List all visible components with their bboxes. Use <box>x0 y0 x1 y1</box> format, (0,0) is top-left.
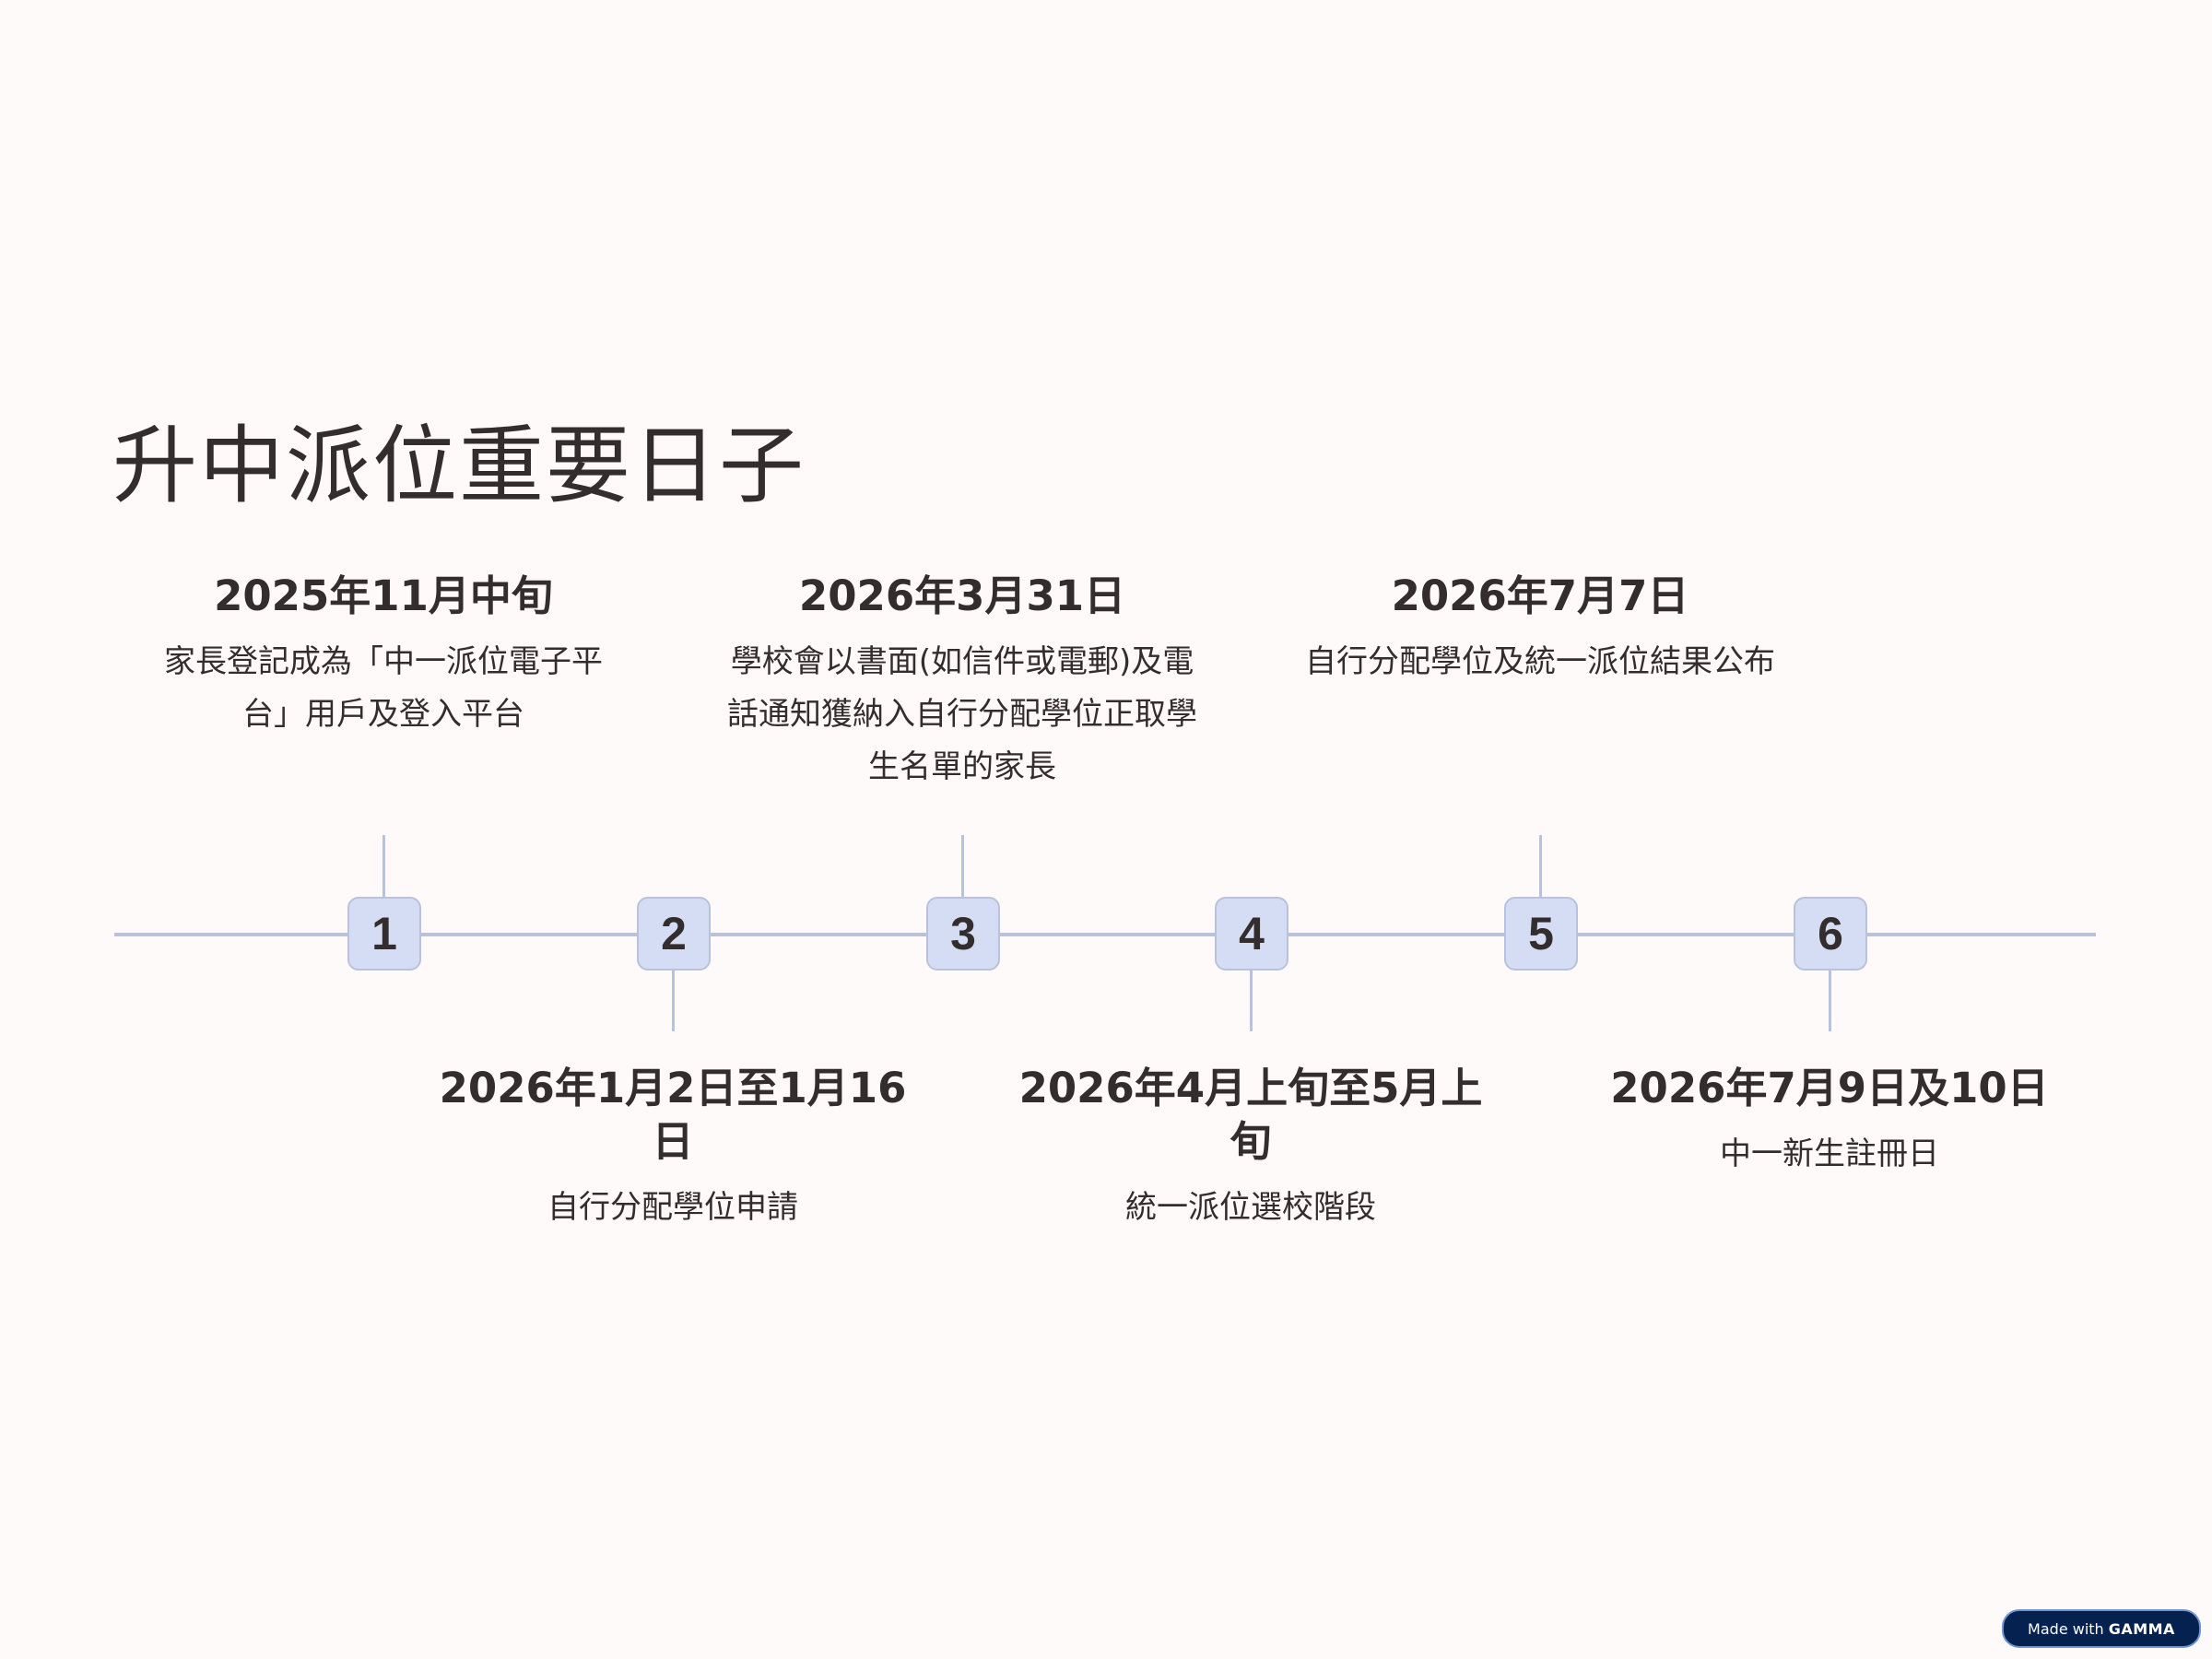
page-title: 升中派位重要日子 <box>112 417 806 515</box>
event-date: 2026年4月上旬至5月上旬 <box>1018 1064 1483 1166</box>
event-description: 自行分配學位及統一派位結果公布 <box>1305 643 1775 680</box>
connector <box>1249 969 1253 1031</box>
connector <box>1828 969 1831 1031</box>
step-marker: 2 <box>637 897 711 971</box>
step-marker: 6 <box>1794 897 1867 971</box>
connector <box>960 835 964 897</box>
step-marker: 3 <box>926 897 1000 971</box>
event-description: 統一派位選校階段 <box>1125 1189 1376 1226</box>
step-marker: 5 <box>1504 897 1578 971</box>
connector <box>382 835 385 897</box>
timeline-event: 2026年7月7日 自行分配學位及統一派位結果公布 <box>1305 570 1775 688</box>
connector <box>671 969 675 1031</box>
timeline-event: 2025年11月中旬 家長登記成為「中一派位電子平台」用戶及登入平台 <box>148 570 618 741</box>
event-date: 2026年3月31日 <box>798 571 1126 620</box>
gamma-logo: GAMMA <box>2108 1619 2175 1638</box>
event-description: 學校會以書面(如信件或電郵)及電話通知獲納入自行分配學位正取學生名單的家長 <box>727 643 1197 785</box>
timeline-event: 2026年1月2日至1月16日 自行分配學位申請 <box>438 1062 908 1234</box>
event-description: 中一新生註冊日 <box>1720 1135 1939 1172</box>
event-date: 2026年7月7日 <box>1391 571 1689 620</box>
made-with-gamma-badge[interactable]: Made with GAMMA <box>2002 1609 2201 1648</box>
step-marker: 4 <box>1215 897 1288 971</box>
event-date: 2026年7月9日及10日 <box>1610 1064 2049 1112</box>
timeline-event: 2026年7月9日及10日 中一新生註冊日 <box>1594 1062 2065 1181</box>
badge-prefix: Made with <box>2028 1619 2104 1638</box>
timeline-event: 2026年4月上旬至5月上旬 統一派位選校階段 <box>1016 1062 1486 1234</box>
step-marker: 1 <box>347 897 421 971</box>
event-date: 2026年1月2日至1月16日 <box>439 1064 907 1166</box>
event-date: 2025年11月中旬 <box>214 571 553 620</box>
connector <box>1538 835 1542 897</box>
event-description: 家長登記成為「中一派位電子平台」用戶及登入平台 <box>164 643 603 733</box>
event-description: 自行分配學位申請 <box>547 1189 798 1226</box>
timeline-axis <box>114 933 2096 936</box>
timeline-event: 2026年3月31日 學校會以書面(如信件或電郵)及電話通知獲納入自行分配學位正… <box>727 570 1197 794</box>
